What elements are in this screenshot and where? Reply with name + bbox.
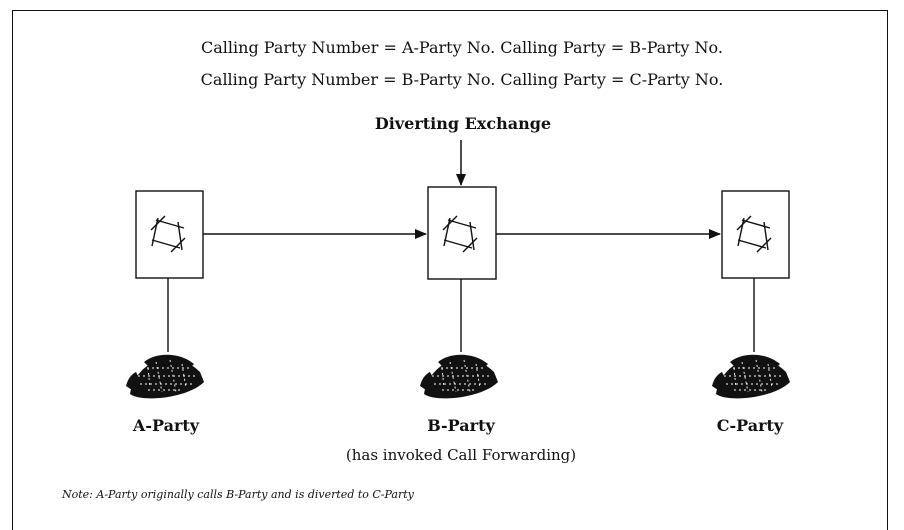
exchange-b [427,186,497,280]
telephone-icon [125,354,205,399]
exchange-a [135,190,204,279]
exchange-c [721,190,790,279]
telephone-icon [419,354,499,399]
party-label-b: B-Party [427,416,495,435]
footnote: Note: A-Party originally calls B-Party a… [62,488,414,501]
header-line-2: Calling Party Number = B-Party No. Calli… [200,70,724,89]
header-line-1: Calling Party Number = A-Party No. Calli… [201,38,723,57]
party-label-c: C-Party [716,416,784,435]
telephone-icon [711,354,791,399]
diagram-frame [12,10,888,530]
call-diagram [125,140,791,399]
party-b-sublabel: (has invoked Call Forwarding) [345,446,577,464]
party-label-a: A-Party [132,416,200,435]
diverting-exchange-label: Diverting Exchange [374,114,552,133]
